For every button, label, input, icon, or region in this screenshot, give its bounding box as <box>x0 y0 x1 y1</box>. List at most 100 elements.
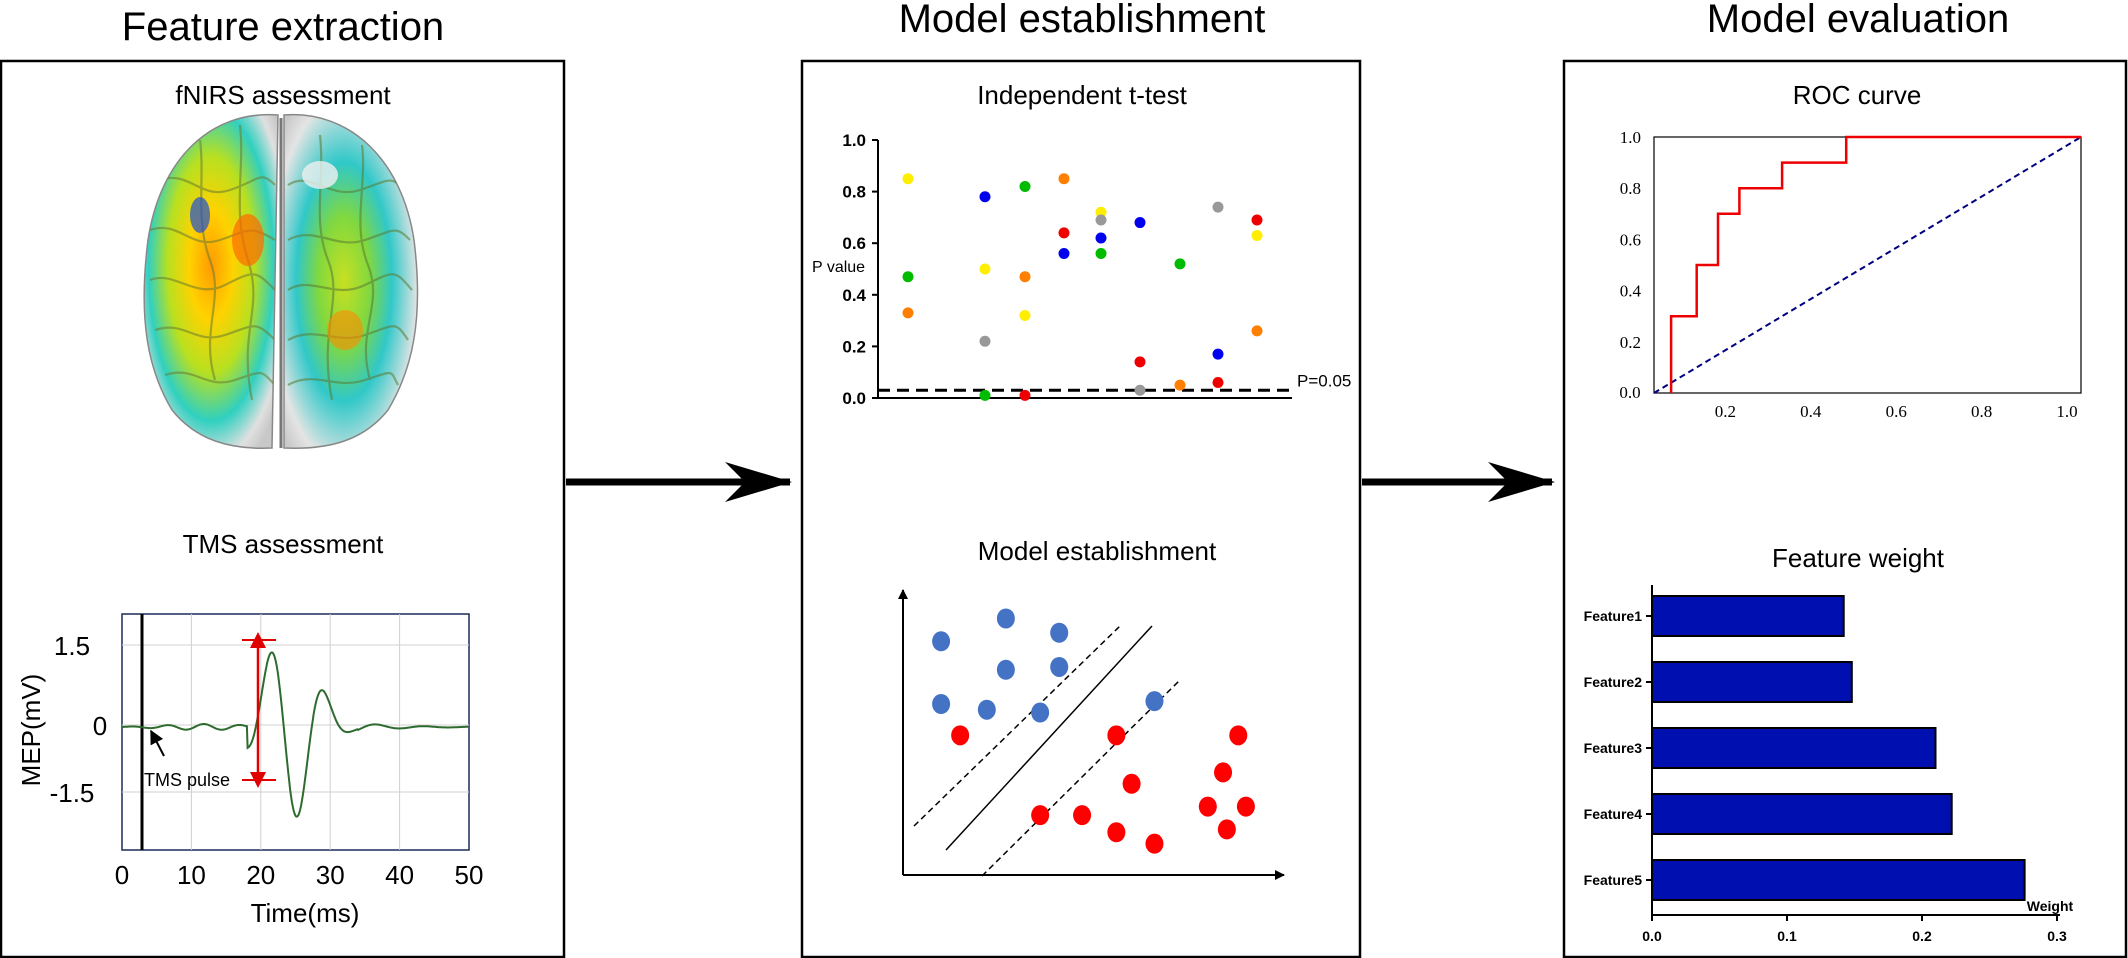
roc-y-ticks: 0.20.40.60.81.0 <box>1620 128 1642 352</box>
roc-y-tick-2: 0.4 <box>1620 282 1642 301</box>
ttest-point-20 <box>1134 384 1146 396</box>
ttest-y-tick-2: 0.4 <box>842 286 866 305</box>
mep-x-tick-2: 20 <box>246 860 275 890</box>
feature-extraction-frame <box>0 59 566 958</box>
mep-y-tick-3: -1.5 <box>50 778 95 808</box>
ttest-y-label: P value <box>812 259 865 276</box>
svm-red-point-9 <box>1107 822 1126 843</box>
ttest-y-tick-5: 1.0 <box>842 131 866 150</box>
ttest-point-22 <box>1174 379 1186 391</box>
weight-category-label-1: Feature1 <box>1584 608 1643 624</box>
svm-diagram <box>898 589 1285 880</box>
svm-title: Model establishment <box>978 536 1217 566</box>
ttest-point-18 <box>1134 217 1146 229</box>
svm-red-point-0 <box>951 725 970 746</box>
svm-red-point-7 <box>1031 805 1050 826</box>
weight-x-ticks: 0.0 0.1 0.2 0.3 <box>1642 915 2067 944</box>
mep-plot-area <box>121 613 470 851</box>
ttest-point-27 <box>1251 229 1263 241</box>
tms-pulse-label: TMS pulse <box>144 770 230 790</box>
roc-x-tick-4: 1.0 <box>2056 402 2077 421</box>
mep-x-tick-1: 10 <box>177 860 206 890</box>
weight-title: Feature weight <box>1772 543 1945 573</box>
feature-weight-chart: Feature1Feature2Feature3Feature4Feature5… <box>1584 585 2074 944</box>
ttest-point-28 <box>1251 325 1263 337</box>
svm-red-point-3 <box>1214 762 1233 783</box>
svm-points <box>932 608 1255 854</box>
mep-x-tick-3: 30 <box>316 860 345 890</box>
svm-red-point-8 <box>1073 805 1092 826</box>
mep-x-tick-5: 50 <box>455 860 484 890</box>
roc-origin-label: 0.0 <box>1619 383 1640 402</box>
roc-diagonal-line <box>1653 136 2082 394</box>
panel-frames <box>0 59 2128 958</box>
weight-bar-2 <box>1651 661 1853 703</box>
model-evaluation-frame <box>1562 59 2128 958</box>
svm-blue-point-3 <box>932 694 951 714</box>
ttest-y-tick-0: 0.0 <box>842 389 866 408</box>
svm-blue-point-0 <box>932 631 951 652</box>
ttest-y-tick-4: 0.8 <box>842 183 866 202</box>
feature-extraction-title: Feature extraction <box>122 5 444 49</box>
ttest-point-5 <box>979 335 991 347</box>
mep-chart: TMS pulse 1.5 0 -1.5 0 10 20 30 40 50 Time(ms… <box>16 613 484 928</box>
mep-x-ticks: 0 10 20 30 40 50 <box>115 860 484 890</box>
weight-category-label-4: Feature4 <box>1584 806 1643 822</box>
svm-margin-lower <box>981 679 1181 877</box>
mep-y-tick-1: 1.5 <box>54 631 90 661</box>
model-establishment-title: Model establishment <box>899 0 1266 41</box>
svm-red-point-10 <box>1217 819 1236 840</box>
roc-x-tick-0: 0.2 <box>1715 402 1736 421</box>
tms-pulse-pointer <box>150 729 165 757</box>
ttest-point-14 <box>1095 206 1107 218</box>
svm-blue-point-7 <box>1031 702 1050 723</box>
mep-x-tick-0: 0 <box>115 860 129 890</box>
flow-arrow-2-head <box>1488 462 1555 502</box>
weight-bar-4 <box>1651 793 1953 835</box>
ttest-point-19 <box>1134 356 1146 368</box>
svm-red-point-5 <box>1198 796 1217 817</box>
mep-y-tick-2: 0 <box>93 711 107 741</box>
weight-x-tick-3: 0.3 <box>2047 928 2067 944</box>
ttest-threshold-label: P=0.05 <box>1297 371 1351 390</box>
mep-x-label: Time(ms) <box>251 898 360 928</box>
tms-title: TMS assessment <box>183 529 385 559</box>
mep-x-tick-4: 40 <box>385 860 414 890</box>
ttest-point-16 <box>1095 232 1107 244</box>
weight-category-label-5: Feature5 <box>1584 872 1643 888</box>
ttest-point-11 <box>1058 173 1070 185</box>
weight-x-tick-2: 0.2 <box>1912 928 1932 944</box>
roc-title: ROC curve <box>1793 80 1922 110</box>
roc-x-tick-3: 0.8 <box>1971 402 1992 421</box>
ttest-point-23 <box>1212 201 1224 213</box>
ttest-point-8 <box>1019 271 1031 283</box>
ttest-point-2 <box>902 307 914 319</box>
ttest-point-3 <box>979 191 991 203</box>
ttest-point-0 <box>902 173 914 185</box>
ttest-point-17 <box>1095 248 1107 260</box>
svm-red-point-11 <box>1145 833 1164 854</box>
roc-y-tick-1: 0.2 <box>1620 333 1641 352</box>
weight-bar-3 <box>1651 727 1937 769</box>
ttest-point-26 <box>1251 214 1263 226</box>
svm-red-point-2 <box>1229 725 1248 746</box>
roc-y-tick-5: 1.0 <box>1620 128 1641 147</box>
weight-bar-1 <box>1651 595 1845 637</box>
flow-arrow-1-head <box>725 462 792 502</box>
roc-x-tick-1: 0.4 <box>1800 402 1822 421</box>
ttest-title: Independent t-test <box>977 80 1187 110</box>
weight-x-tick-0: 0.0 <box>1642 928 1662 944</box>
ttest-point-6 <box>979 389 991 401</box>
svm-red-point-1 <box>1107 725 1126 746</box>
weight-category-label-2: Feature2 <box>1584 674 1643 690</box>
ttest-point-4 <box>979 263 991 275</box>
weight-category-label-3: Feature3 <box>1584 740 1643 756</box>
weight-x-tick-1: 0.1 <box>1777 928 1797 944</box>
svm-blue-point-2 <box>1050 622 1069 643</box>
svm-blue-point-1 <box>996 608 1015 629</box>
ttest-point-25 <box>1212 377 1224 389</box>
roc-y-tick-4: 0.8 <box>1620 179 1641 198</box>
